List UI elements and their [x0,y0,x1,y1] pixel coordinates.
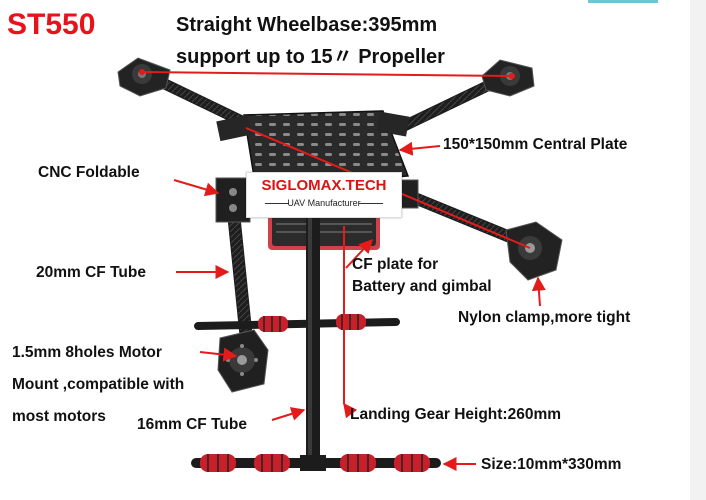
motor-mount-label-line2: Mount ,compatible with [12,376,185,393]
cnc-foldable-arrow [173,179,220,197]
cf-tube-16-arrow [271,407,306,421]
cf-plate-arrow [345,238,373,269]
cf-plate-label-line1: CF plate for [352,256,439,273]
wheelbase-arrow [141,71,513,77]
motor-mount-label-line1: 1.5mm 8holes Motor [12,344,162,361]
landing-height-arrow [343,402,358,419]
cf-plate-label-line2: Battery and gimbal [352,278,492,295]
central-plate-arrow [398,141,441,156]
central-plate [216,110,410,190]
motor-mount-rear-right [481,59,535,97]
motor-mount-arrow [199,347,238,362]
nylon-clamp-label: Nylon clamp,more tight [458,309,631,326]
cf-tube-16-label: 16mm CF Tube [137,416,247,433]
rear-landing-skid [194,314,400,332]
top-accent-bar [588,0,658,3]
landing-gear-height-label: Landing Gear Height:260mm [350,406,562,423]
brand-sticker: SIGLOMAX.TECH UAV Manufacturer [246,172,402,218]
brand-rule-right [359,203,383,204]
right-edge-strip [690,0,706,500]
cnc-fold-hinge [215,177,251,223]
model-title: ST550 [7,8,96,41]
nylon-clamp-arrow [531,276,546,307]
motor-mount-label-line3: most motors [12,408,106,425]
brand-tagline: UAV Manufacturer [287,198,361,208]
front-landing-skid [191,454,441,472]
landing-gear-tube [306,215,320,461]
motor-mount-rear-left [117,57,171,97]
motor-mount-front-left [217,329,269,393]
skid-size-label: Size:10mm*330mm [481,456,622,473]
cf-tube-20-label: 20mm CF Tube [36,264,146,281]
battery-gimbal-plate [268,212,380,250]
wheelbase-headline: Straight Wheelbase:395mm [176,14,438,36]
brand-name: SIGLOMAX.TECH [261,177,387,194]
propeller-headline: support up to 15〃 Propeller [176,46,445,68]
cnc-foldable-label: CNC Foldable [38,164,140,181]
brand-rule-left [265,203,289,204]
motor-mount-front-right [505,221,563,281]
central-plate-label: 150*150mm Central Plate [443,136,628,153]
